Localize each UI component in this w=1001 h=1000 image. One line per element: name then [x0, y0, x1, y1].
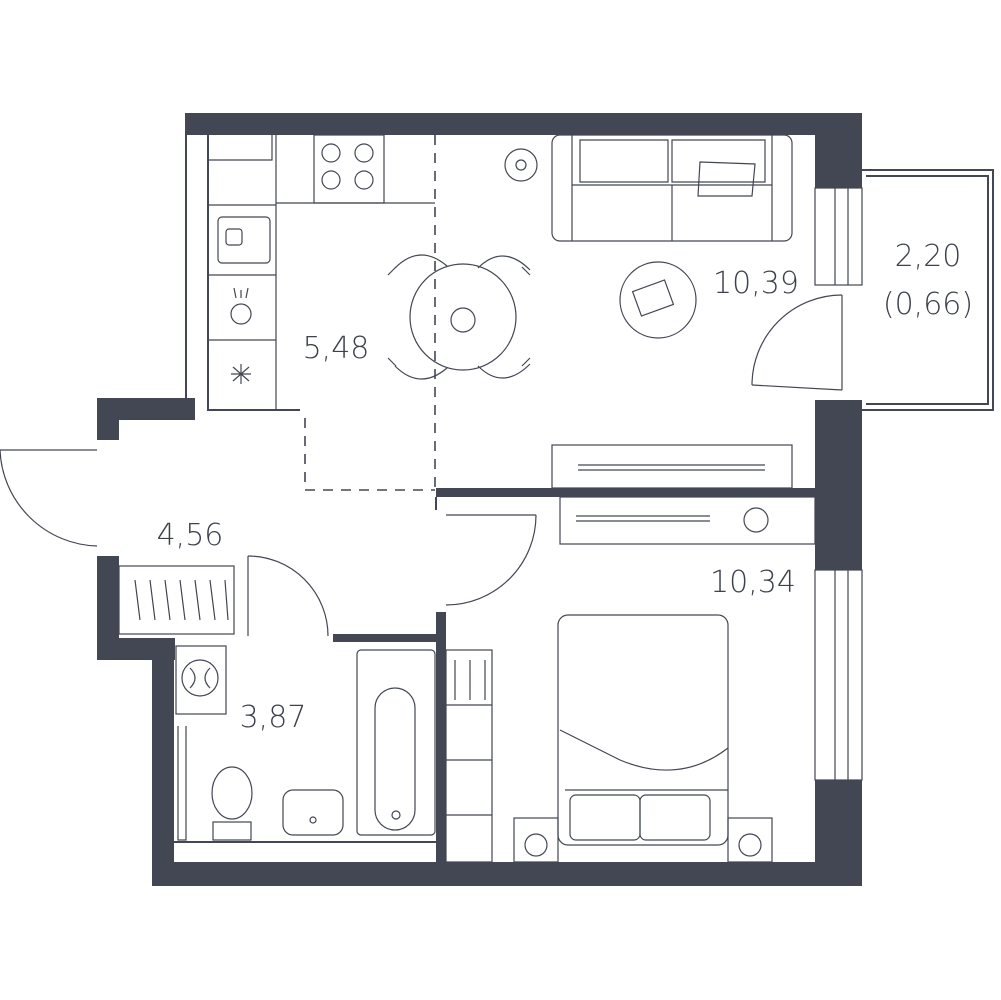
bedroom-window — [814, 569, 863, 781]
area-label-kitchen: 5,48 — [303, 331, 370, 366]
hall-wardrobe — [118, 565, 235, 635]
area-label-hall: 4,56 — [157, 518, 224, 553]
bathroom-door — [247, 555, 329, 637]
area-labels: 5,48 10,39 2,20 (0,66) 4,56 10,34 3,87 — [157, 239, 974, 735]
area-label-living: 10,39 — [713, 266, 799, 301]
balcony — [751, 169, 994, 411]
partitions — [174, 488, 816, 862]
bathroom-fixtures — [175, 645, 436, 841]
area-label-balcony: 2,20 — [895, 239, 962, 274]
entry-door — [0, 449, 98, 547]
area-label-bedroom: 10,34 — [710, 565, 796, 600]
bedroom-door — [445, 514, 537, 606]
sofa — [504, 134, 793, 339]
area-label-balcony-reduced: (0,66) — [883, 287, 973, 322]
bedroom-furniture — [445, 614, 773, 863]
tv-units — [551, 444, 816, 545]
walls — [97, 113, 862, 886]
area-label-bathroom: 3,87 — [240, 700, 307, 735]
kitchen-counter — [208, 134, 435, 410]
dining-table — [387, 254, 531, 380]
